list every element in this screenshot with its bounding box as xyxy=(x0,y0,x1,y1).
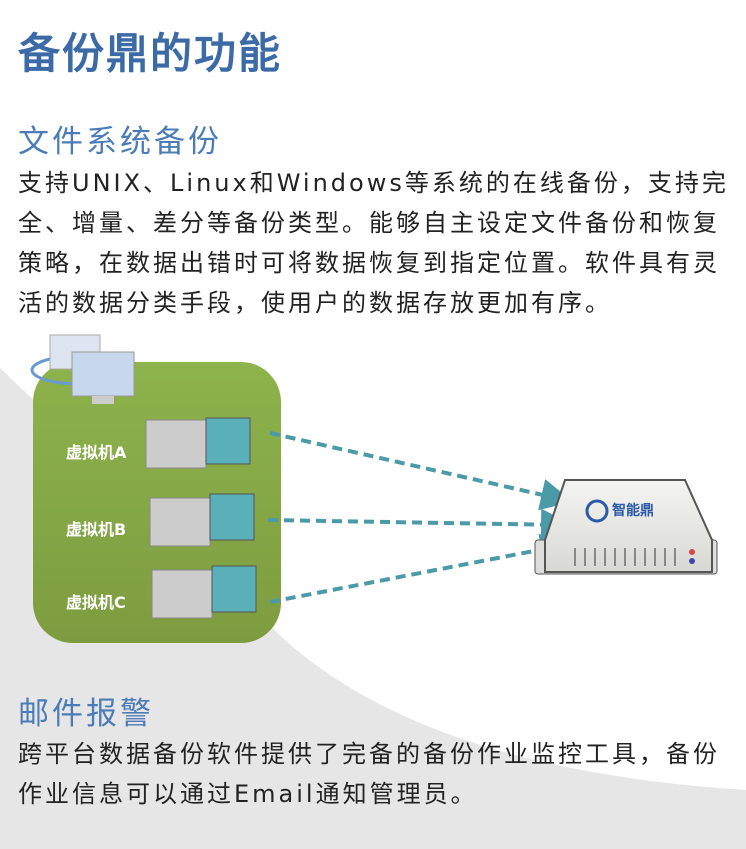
vm-computer-icon-a xyxy=(145,417,251,469)
vm-computer-icon-b xyxy=(149,493,255,547)
section-heading-email-alert: 邮件报警 xyxy=(18,696,154,732)
server-logo-text: 智能鼎 xyxy=(612,503,654,519)
arrow-c xyxy=(269,533,573,604)
vm-label-a: 虚拟机A xyxy=(66,443,127,462)
arrow-a xyxy=(269,431,573,511)
vm-computer-icon-c xyxy=(151,565,257,619)
section-body-email-alert: 跨平台数据备份软件提供了完备的备份作业监控工具，备份作业信息可以通过Email通… xyxy=(18,740,720,808)
page-title: 备份鼎的功能 xyxy=(18,29,283,78)
backup-diagram xyxy=(30,334,718,643)
section-heading-file-backup: 文件系统备份 xyxy=(18,124,222,160)
vm-label-b: 虚拟机B xyxy=(66,520,127,539)
network-computers-icon xyxy=(30,334,135,404)
backup-server-icon xyxy=(534,479,718,575)
arrow-b xyxy=(267,508,573,541)
section-body-file-backup: 支持UNIX、Linux和Windows等系统的在线备份，支持完全、增量、差分等… xyxy=(18,169,729,317)
vm-label-c: 虚拟机C xyxy=(66,593,126,612)
